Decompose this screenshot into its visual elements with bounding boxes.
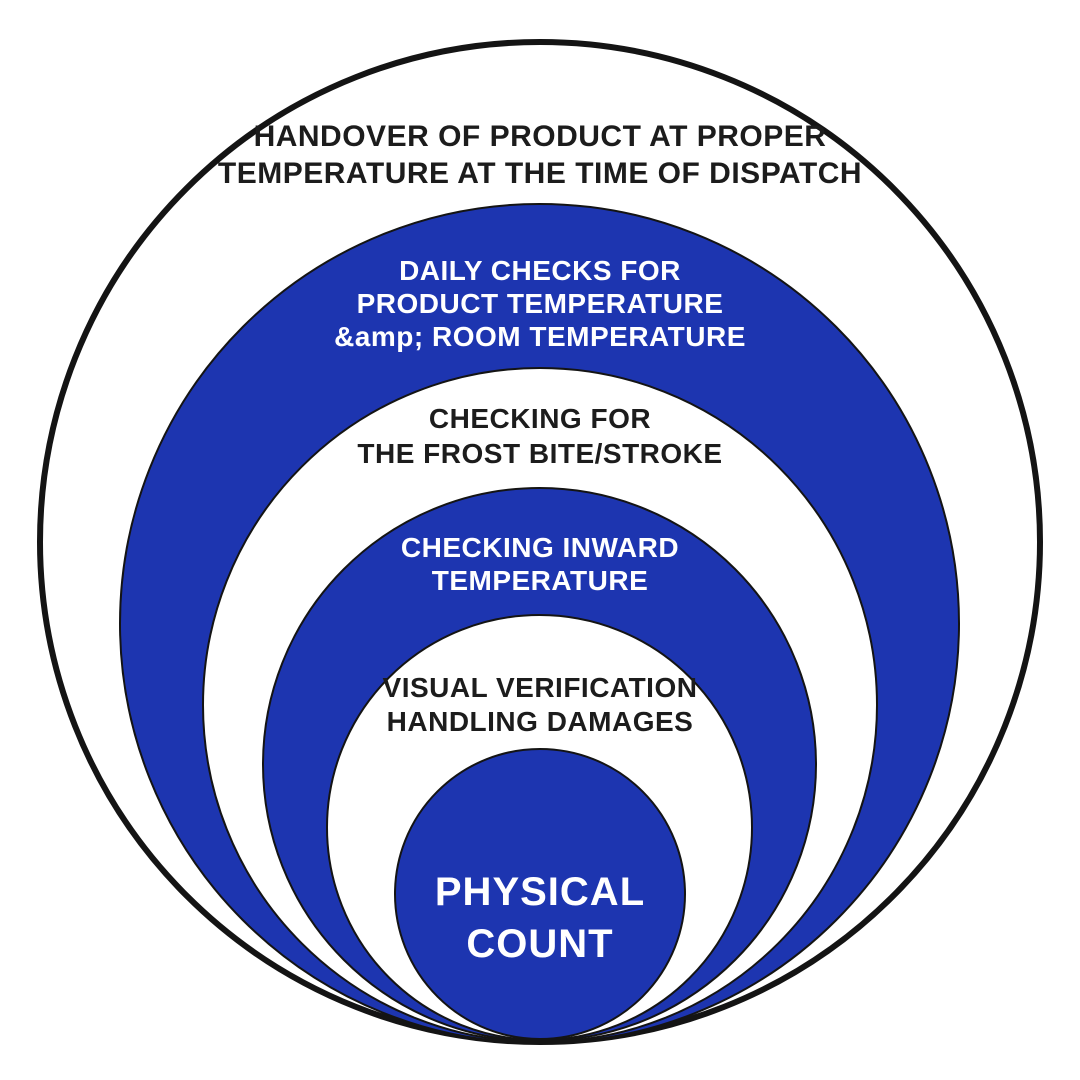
label-line: VISUAL VERIFICATION [382, 672, 698, 703]
label-line: HANDOVER OF PRODUCT AT PROPER [253, 120, 827, 153]
ring-6-center-label: PHYSICAL COUNT [0, 866, 1080, 970]
label-line: THE FROST BITE/STROKE [357, 438, 723, 469]
label-line: HANDLING DAMAGES [386, 706, 694, 737]
ring-4-label: CHECKING INWARD TEMPERATURE [0, 531, 1080, 597]
label-line: TEMPERATURE AT THE TIME OF DISPATCH [217, 157, 863, 190]
ring-6-center-circle [394, 748, 686, 1040]
label-line: &amp; ROOM TEMPERATURE [334, 321, 746, 352]
ring-2-label: DAILY CHECKS FOR PRODUCT TEMPERATURE &am… [0, 254, 1080, 353]
label-line: COUNT [466, 922, 614, 966]
label-line: TEMPERATURE [431, 565, 649, 596]
ring-5-label: VISUAL VERIFICATION HANDLING DAMAGES [0, 671, 1080, 739]
label-line: PHYSICAL [434, 870, 646, 914]
label-line: CHECKING INWARD [400, 532, 680, 563]
ring-1-label: HANDOVER OF PRODUCT AT PROPER TEMPERATUR… [0, 118, 1080, 192]
label-line: CHECKING FOR [428, 403, 652, 434]
ring-3-label: CHECKING FOR THE FROST BITE/STROKE [0, 401, 1080, 471]
label-line: PRODUCT TEMPERATURE [356, 288, 724, 319]
label-line: DAILY CHECKS FOR [399, 255, 681, 286]
